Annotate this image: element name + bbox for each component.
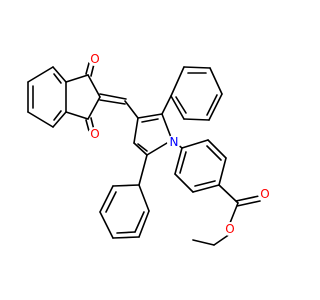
bond [99,99,126,105]
bond [99,211,114,239]
bond [236,200,261,207]
bond [141,118,159,123]
atom-label: O [90,52,99,66]
bond [85,62,90,75]
bond [206,145,222,161]
molecule-structure: O O N O O [27,52,272,246]
atom-label: O [225,222,234,236]
bond [229,202,239,224]
bond [175,96,187,114]
atom-o-ester: O [223,222,237,236]
bond [52,111,67,128]
phenyl-bottom [99,154,150,239]
bond [161,113,173,141]
bond [183,118,210,121]
bond [235,195,260,202]
bond [90,63,95,77]
bond [27,111,54,128]
bond [65,74,89,83]
bond [133,117,139,144]
bond [179,151,187,174]
bond [87,74,101,98]
bond [181,139,209,149]
bond [138,154,148,186]
bond [183,66,211,69]
bond [209,67,223,95]
bond [65,111,89,120]
bond [99,185,114,213]
bond [213,233,231,246]
bond [192,184,220,193]
bond [174,173,194,193]
bond [53,73,62,84]
bond [138,184,150,212]
bond [27,66,54,83]
bond [116,231,136,234]
bond [52,66,67,83]
atom-label: O [90,127,99,141]
bond [207,139,227,159]
bond [134,211,145,233]
bond [112,236,140,239]
bond [137,143,148,152]
atom-o-bottom: O [88,127,102,141]
atom-n-pyrrole: N [167,135,181,149]
atom-o-carbonyl: O [258,187,272,201]
phenyl-top [161,66,223,121]
bond [208,93,223,121]
bond [206,94,218,116]
bond [194,180,216,187]
bond [170,66,185,97]
bond [112,184,140,187]
atom-o-top: O [88,52,102,66]
bond [138,210,150,238]
bond [105,191,117,213]
bond [192,239,215,246]
bond [124,100,139,119]
bond [85,119,90,132]
bond [218,157,227,186]
atom-label: N [170,135,179,149]
bond [174,147,183,175]
pyrrole-fragment [133,113,173,156]
bond [133,142,148,156]
bond [137,113,163,119]
benzoate-fragment [171,139,261,246]
bond [161,95,172,115]
atom-label: O [260,187,269,201]
bond [218,184,239,204]
bond [87,96,101,120]
bond [53,110,62,121]
bond [170,95,185,120]
bond [99,93,127,100]
indanedione-fragment [27,62,139,132]
